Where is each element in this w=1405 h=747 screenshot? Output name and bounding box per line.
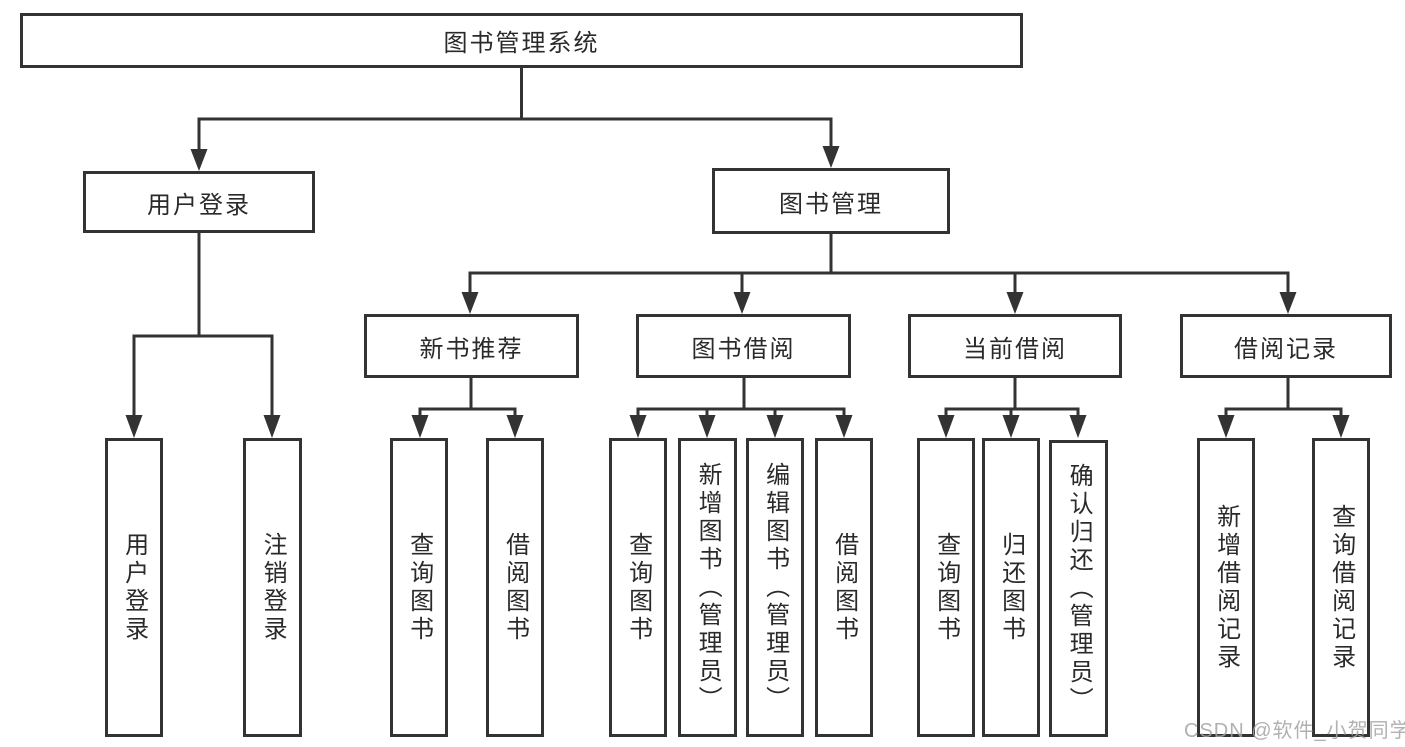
leaf-label: 借阅图书 — [501, 531, 529, 644]
node-label: 借阅记录 — [1234, 335, 1338, 363]
node-label: 新书推荐 — [419, 335, 524, 363]
leaf-label: 查询图书 — [405, 531, 433, 644]
leaf-label: 用户登录 — [120, 531, 148, 644]
node-label: 图书管理系统 — [443, 30, 600, 57]
leaf-logout: 注销登录 — [243, 438, 302, 737]
section-current-borrow: 当前借阅 — [908, 314, 1122, 378]
leaf-edit-books-admin: 编辑图书（管理员） — [746, 438, 804, 737]
leaf-label: 编辑图书（管理员） — [761, 461, 789, 714]
leaf-add-books-admin: 新增图书（管理员） — [678, 438, 737, 737]
leaf-add-borrow-record: 新增借阅记录 — [1197, 438, 1255, 737]
leaf-query-borrow-record: 查询借阅记录 — [1312, 438, 1370, 737]
leaf-label: 注销登录 — [259, 531, 287, 644]
leaf-label: 借阅图书 — [830, 531, 858, 644]
node-label: 图书管理 — [779, 190, 883, 218]
section-new-book-recommend: 新书推荐 — [364, 314, 579, 378]
leaf-label: 新增借阅记录 — [1212, 503, 1240, 672]
csdn-watermark: CSDN @软件_小贺同学 — [1184, 720, 1405, 742]
leaf-return-books: 归还图书 — [982, 438, 1040, 737]
node-user-login: 用户登录 — [83, 171, 315, 233]
node-root-library-system: 图书管理系统 — [20, 13, 1023, 68]
node-label: 用户登录 — [147, 191, 251, 219]
leaf-label: 查询借阅记录 — [1327, 503, 1355, 672]
leaf-label: 查询图书 — [624, 531, 652, 644]
node-book-management: 图书管理 — [712, 168, 950, 234]
node-label: 图书借阅 — [691, 335, 796, 363]
node-label: 当前借阅 — [963, 335, 1067, 363]
section-borrow-record: 借阅记录 — [1180, 314, 1392, 378]
leaf-user-login: 用户登录 — [105, 438, 163, 737]
leaf-borrow-books: 借阅图书 — [486, 438, 544, 737]
leaf-query-books: 查询图书 — [609, 438, 667, 737]
leaf-label: 归还图书 — [997, 531, 1025, 644]
leaf-query-books: 查询图书 — [917, 438, 975, 737]
leaf-label: 查询图书 — [932, 531, 960, 644]
leaf-label: 新增图书（管理员） — [694, 461, 722, 714]
leaf-borrow-books: 借阅图书 — [815, 438, 873, 737]
leaf-confirm-return-admin: 确认归还（管理员） — [1049, 440, 1108, 737]
section-book-borrow: 图书借阅 — [636, 314, 851, 378]
leaf-query-books: 查询图书 — [390, 438, 448, 737]
leaf-label: 确认归还（管理员） — [1065, 462, 1093, 715]
